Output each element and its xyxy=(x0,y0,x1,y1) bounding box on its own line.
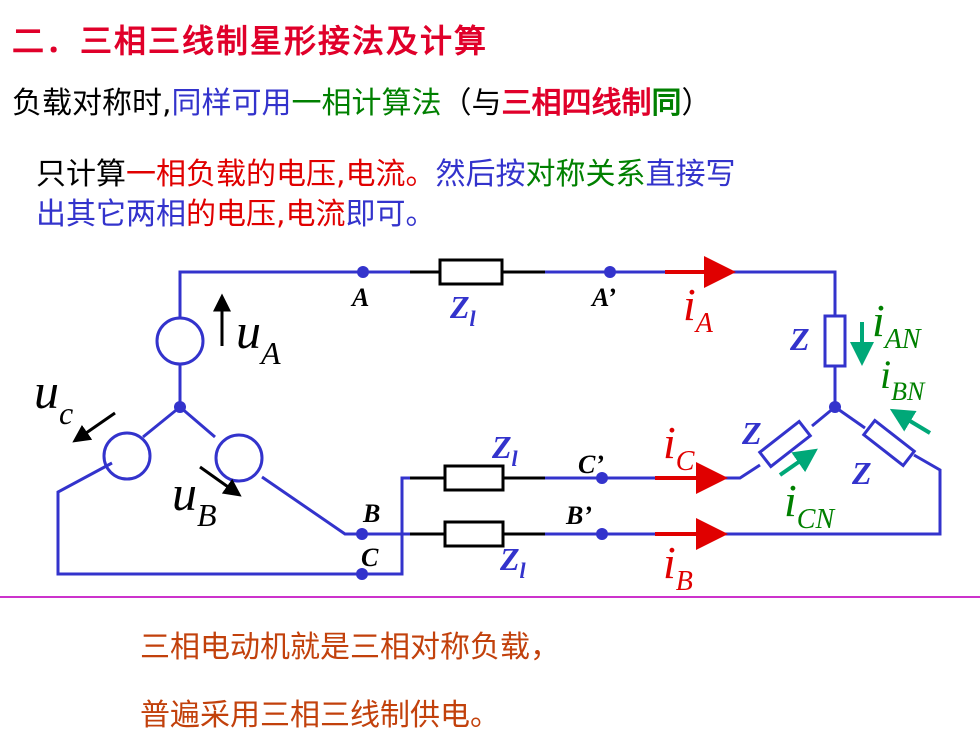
node-b xyxy=(356,528,368,540)
voltage-c-arrow xyxy=(72,411,116,443)
node-a xyxy=(357,266,369,278)
para-p8: 出其它两相 xyxy=(36,197,186,232)
wire-c-to-load xyxy=(545,463,761,480)
para-p11: 电流 xyxy=(285,197,346,232)
para-p3: , xyxy=(336,157,346,192)
current-ia-label: iA xyxy=(683,279,714,339)
para-p12: 即可。 xyxy=(345,197,436,232)
node-a-label: A xyxy=(350,283,369,312)
wire-b-to-load xyxy=(545,453,942,536)
load-impedance-a xyxy=(823,314,847,368)
current-cn-arrow xyxy=(778,448,818,477)
intro-part5: 三相四线制 xyxy=(501,86,652,121)
source-a-symbol xyxy=(155,316,205,366)
wire-a-to-load xyxy=(545,270,837,316)
z-load-a-label: Z xyxy=(789,321,810,357)
intro-line: 负载对称时,同样可用一相计算法（与三相四线制同） xyxy=(12,78,712,122)
node-b-prime xyxy=(596,528,608,540)
current-ib-label: iB xyxy=(663,537,693,597)
para-p10: , xyxy=(276,197,286,232)
voltage-b-arrow xyxy=(199,465,242,497)
current-ibn-label: iBN xyxy=(880,352,926,406)
node-c-prime xyxy=(596,472,608,484)
load-impedance-c xyxy=(757,419,813,469)
node-c-label: C xyxy=(361,543,379,572)
three-phase-circuit-diagram: A A’ B C C’ B’ Zl Zl Zl Z Z Z uA uc uB i… xyxy=(34,256,942,597)
wire-source-c-top xyxy=(142,405,181,439)
intro-part6: 同 xyxy=(651,86,682,121)
method-paragraph: 只计算一相负载的电压,电流。然后按对称关系直接写 出其它两相的电压,电流即可。 xyxy=(36,155,736,235)
node-b-label: B xyxy=(362,499,380,528)
node-b-prime-label: B’ xyxy=(565,501,592,530)
note-line-2: 普遍采用三相三线制供电。 xyxy=(140,698,500,733)
line-impedance-b xyxy=(410,520,545,548)
para-p5: 然后按 xyxy=(435,157,526,192)
para-p6: 对称关系 xyxy=(525,157,646,192)
node-c-prime-label: C’ xyxy=(578,450,604,479)
source-neutral-node xyxy=(174,401,186,413)
note-line-1: 三相电动机就是三相对称负载， xyxy=(140,630,560,665)
voltage-uc-label: uc xyxy=(34,363,73,431)
para-p1: 只计算 xyxy=(36,157,126,192)
intro-part7: ） xyxy=(681,86,712,121)
z-load-b-label: Z xyxy=(851,455,872,491)
zl-b-label: Zl xyxy=(499,541,527,583)
load-neutral-node xyxy=(829,401,841,413)
source-b-symbol xyxy=(214,433,264,483)
intro-part2: 同样可用 xyxy=(171,86,292,121)
voltage-ub-label: uB xyxy=(172,465,217,533)
node-a-prime-label: A’ xyxy=(590,283,616,312)
node-a-prime xyxy=(604,266,616,278)
line-wires xyxy=(545,270,942,536)
current-ic-label: iC xyxy=(663,417,695,477)
source-c-symbol xyxy=(102,431,152,481)
node-c xyxy=(356,568,368,580)
voltage-ua-label: uA xyxy=(236,303,281,371)
current-ian-label: iAN xyxy=(872,295,922,355)
current-bn-arrow xyxy=(889,408,932,435)
section-divider xyxy=(0,596,980,598)
current-icn-label: iCN xyxy=(784,475,835,535)
intro-part1: 负载对称时, xyxy=(12,86,172,121)
method-line1: 只计算一相负载的电压,电流。然后按对称关系直接写 xyxy=(36,155,736,195)
intro-part3: 一相计算法 xyxy=(291,86,442,121)
zl-c-label: Zl xyxy=(491,429,519,471)
method-line2: 出其它两相的电压,电流即可。 xyxy=(36,195,736,235)
line-impedance-a xyxy=(410,258,545,286)
wire-c-line xyxy=(56,461,410,576)
para-p7: 直接写 xyxy=(645,157,736,192)
z-load-c-label: Z xyxy=(741,415,762,451)
intro-part4: （与 xyxy=(441,86,502,121)
para-p4: 电流。 xyxy=(345,157,436,192)
load-impedance-b xyxy=(861,418,917,468)
source-wiring xyxy=(56,270,410,576)
zl-a-label: Zl xyxy=(449,289,477,331)
wire-b-line xyxy=(261,475,410,536)
slide-title: 二．三相三线制星形接法及计算 xyxy=(12,22,489,60)
line-impedance-c xyxy=(410,464,545,492)
para-p2: 一相负载的电压 xyxy=(126,157,336,192)
wire-a-left xyxy=(178,270,410,318)
wire-load-neutral-b xyxy=(834,405,866,430)
para-p9: 的电压 xyxy=(186,197,276,232)
wire-source-b-top xyxy=(179,405,216,439)
